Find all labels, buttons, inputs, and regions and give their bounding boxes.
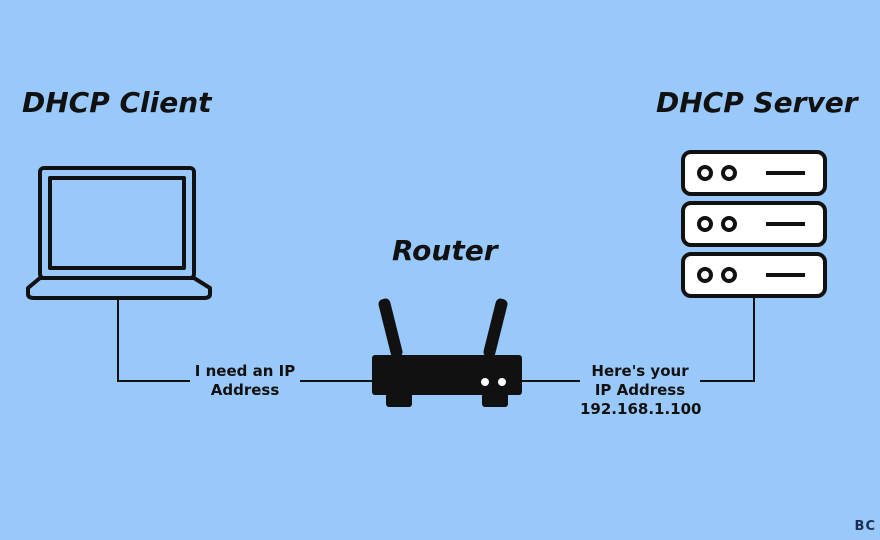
request-message-line: I need an IP <box>194 362 296 380</box>
router-right-antenna <box>483 298 508 358</box>
response-message-line: IP Address <box>594 381 686 399</box>
response-message: Here's your IP Address 192.168.1.100 <box>580 362 702 419</box>
request-message-line: Address <box>210 381 280 399</box>
request-message: I need an IP Address <box>190 362 300 400</box>
server-title: DHCP Server <box>656 86 858 119</box>
response-message-line: 192.168.1.100 <box>580 400 702 418</box>
router-icon <box>372 298 522 407</box>
response-message-line: Here's your <box>591 362 689 380</box>
client-title: DHCP Client <box>22 86 212 119</box>
router-left-antenna <box>378 298 403 358</box>
brand-watermark: BC <box>854 519 876 534</box>
server-rack-icon <box>681 150 827 298</box>
laptop-icon <box>26 166 212 300</box>
router-title: Router <box>392 234 498 267</box>
